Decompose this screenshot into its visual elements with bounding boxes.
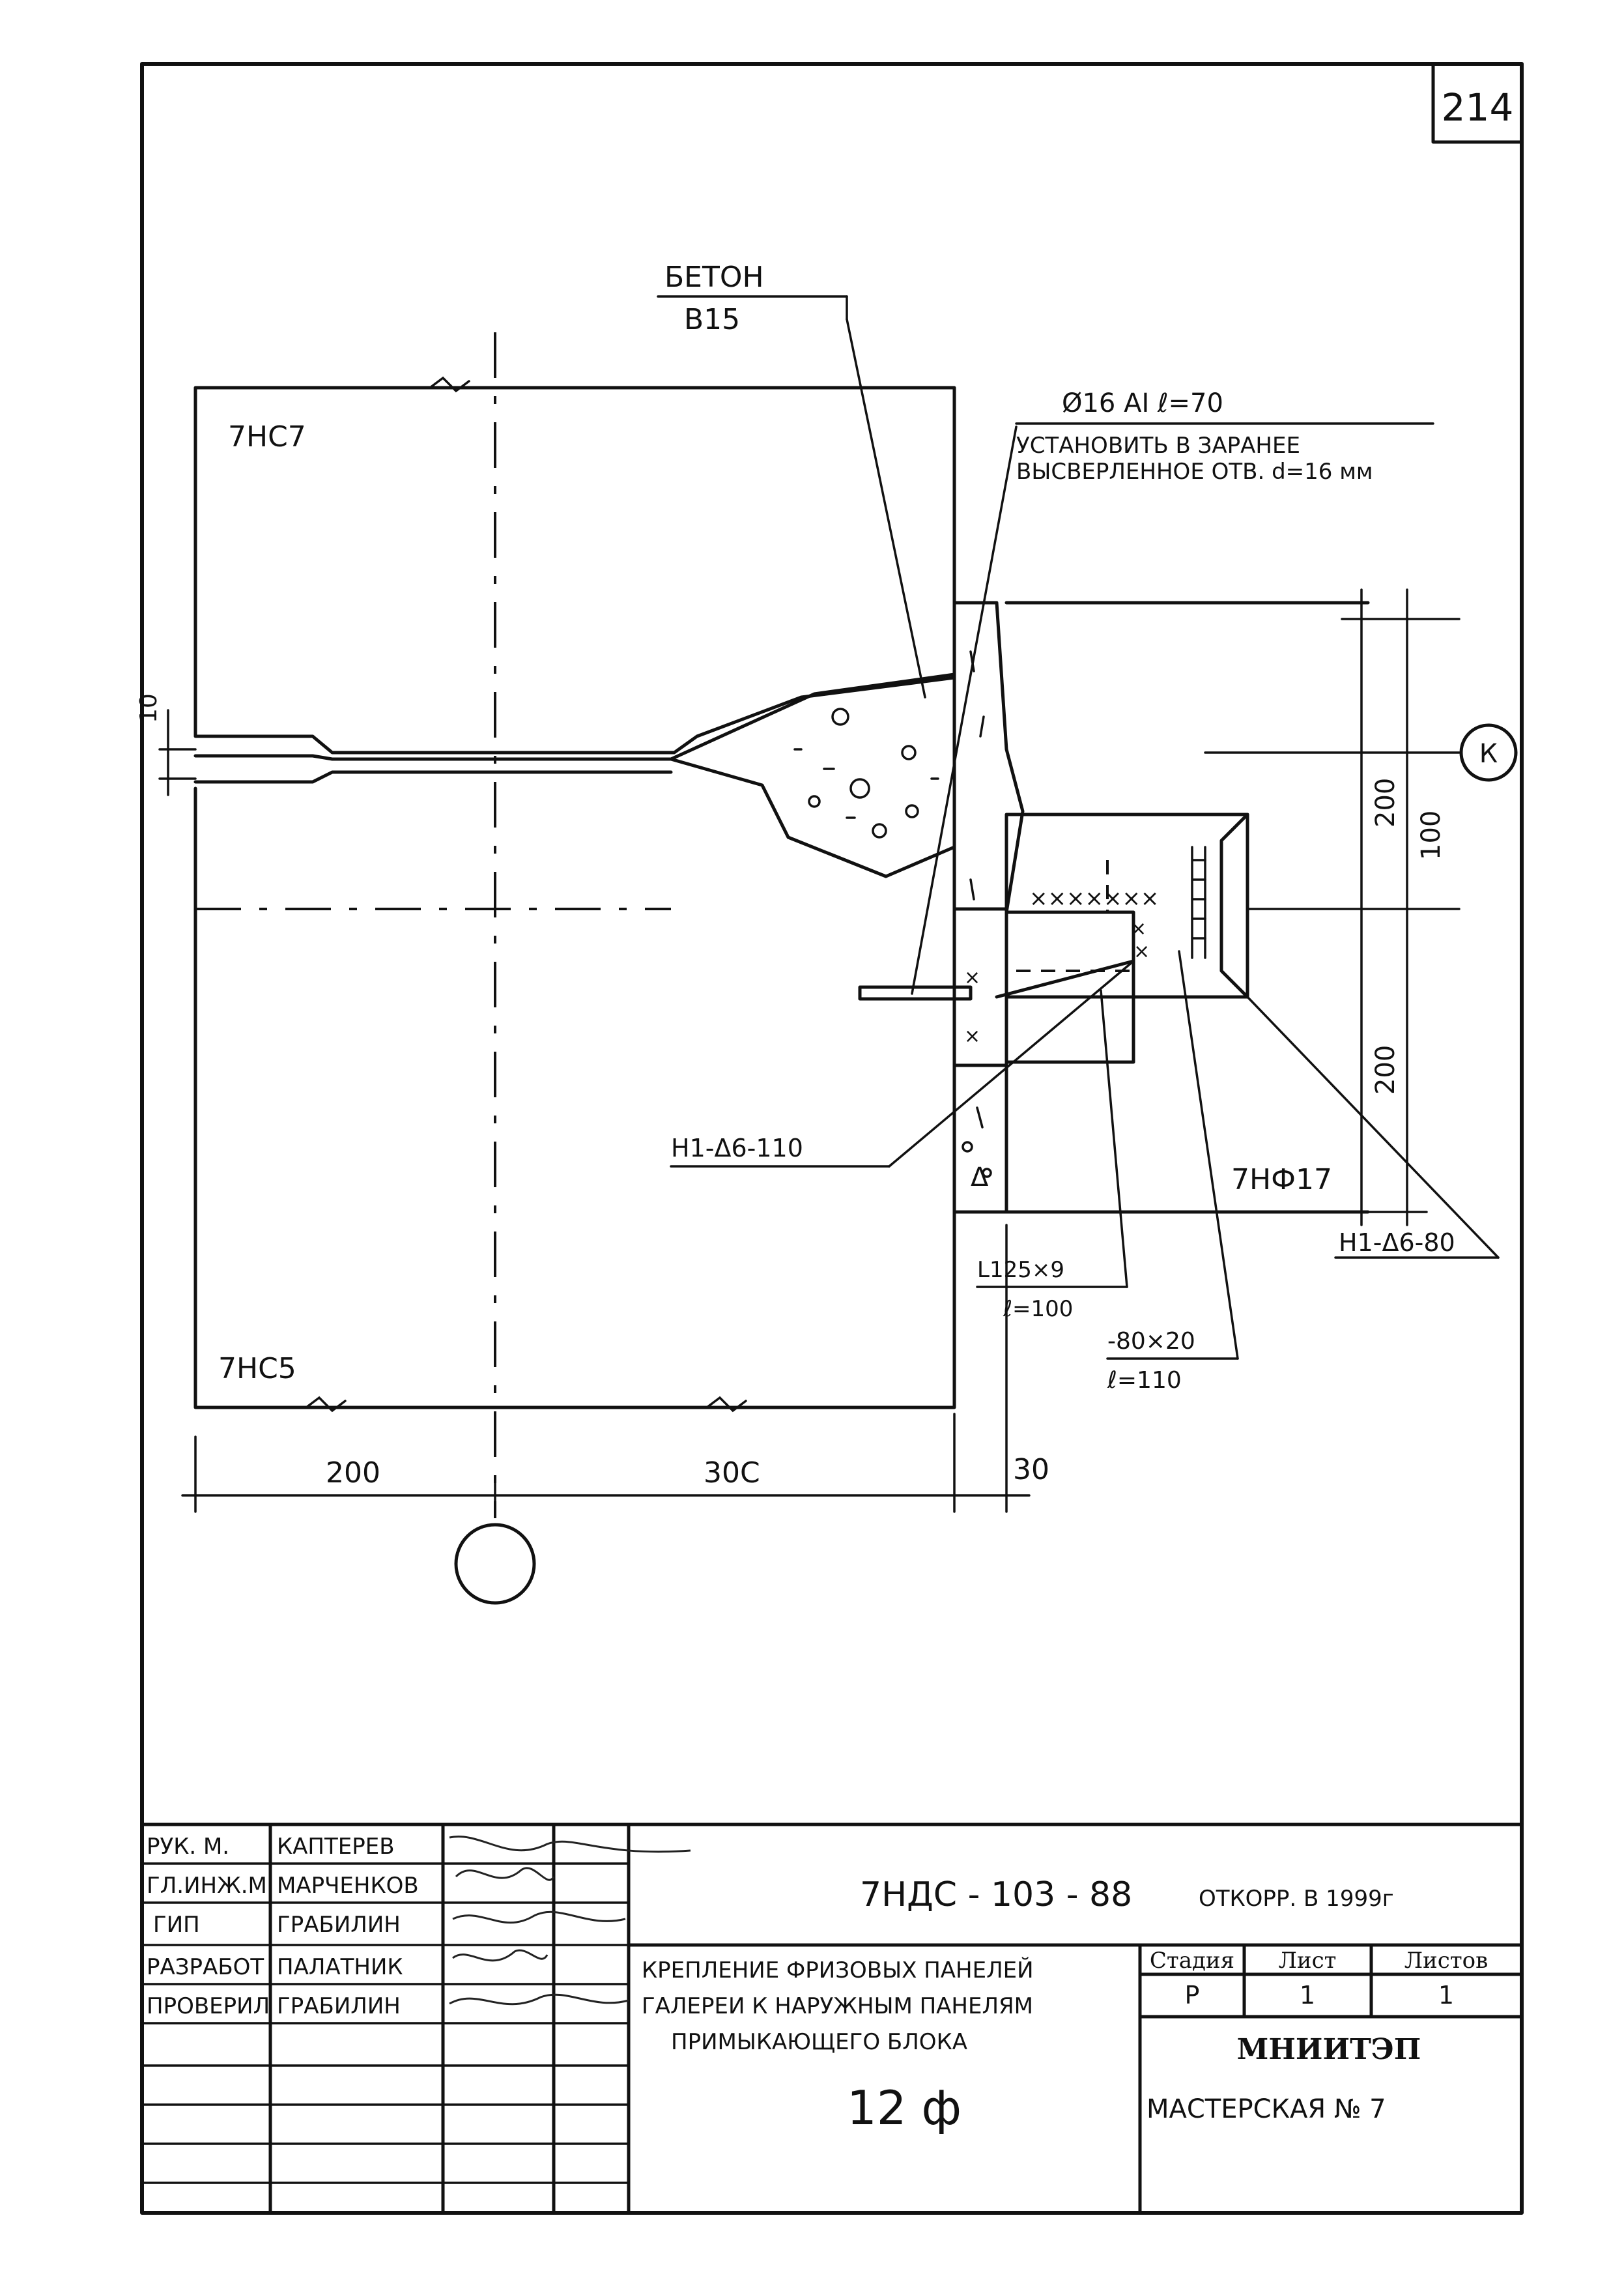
panel-label-7hc5: 7НС5 — [218, 1352, 296, 1385]
break-mark-bottom-2 — [705, 1396, 747, 1413]
callout-angle-leader — [1100, 989, 1128, 1288]
axis-k-circle — [1459, 723, 1518, 782]
name-1: МАРЧЕНКОВ — [277, 1873, 419, 1899]
callout-plate-leader — [1178, 950, 1239, 1360]
rebar-pin — [858, 985, 973, 1001]
concrete-hatching — [793, 708, 939, 839]
h1-anchor-bar — [995, 959, 1135, 999]
sheet-number-box — [1431, 62, 1524, 144]
workshop: МАСТЕРСКАЯ № 7 — [1147, 2094, 1386, 2124]
callout-plate-line1: -80×20 — [1107, 1328, 1195, 1355]
name-4: ГРАБИЛИН — [277, 1993, 401, 2019]
sheet-value: 1 — [1300, 1981, 1315, 2010]
title-block — [140, 1823, 1524, 2215]
title-line-3: ПРИМЫКАЮЩЕГО БЛОКА — [671, 2029, 967, 2055]
name-2: ГРАБИЛИН — [277, 1912, 401, 1938]
steel-angle — [1004, 910, 1135, 1064]
vdim-200-top: 200 — [1371, 778, 1401, 828]
panel-label-frieze: 7НФ17 — [1231, 1163, 1332, 1196]
callout-angle-line1: L125×9 — [977, 1257, 1064, 1283]
frieze-embedded-part — [1004, 813, 1249, 999]
infill-hatching — [962, 650, 992, 1178]
rebar-note-line2: ВЫСВЕРЛЕННОЕ ОТВ. d=16 мм — [1016, 459, 1373, 485]
concrete-leader — [846, 318, 926, 699]
correction-note: ОТКОРР. В 1999г — [1199, 1886, 1394, 1912]
sheet-number: 214 — [1442, 85, 1514, 130]
vdim-100: 100 — [1416, 811, 1446, 860]
name-0: КАПТЕРЕВ — [277, 1834, 395, 1860]
stage-header: Стадия — [1150, 1948, 1234, 1974]
sheet-mark: 12 ф — [847, 2081, 962, 2135]
weld-marks-plate-2: × — [964, 1025, 980, 1048]
rebar-note-line1: УСТАНОВИТЬ В ЗАРАНЕЕ — [1016, 433, 1300, 459]
title-line-2: ГАЛЕРЕИ К НАРУЖНЫМ ПАНЕЛЯМ — [642, 1993, 1033, 2019]
sheets-value: 1 — [1438, 1981, 1454, 2010]
joint-dim-label: 10 — [135, 693, 162, 723]
joint-lower-line — [193, 770, 673, 784]
vdim-200-bottom: 200 — [1371, 1045, 1401, 1095]
axis-marker-circle — [454, 1523, 536, 1605]
axis-k-label: К — [1479, 739, 1498, 769]
panel-7hc5-outline — [193, 786, 956, 1409]
callout-angle-line2: ℓ=100 — [1003, 1296, 1073, 1322]
delta-mark: Δ — [971, 1162, 989, 1192]
stage-value: Р — [1185, 1981, 1200, 2010]
break-mark-top — [429, 376, 470, 393]
hdim-300: 30С — [704, 1456, 760, 1490]
sheets-header: Листов — [1404, 1948, 1489, 1974]
document-code: 7НДС - 103 - 88 — [860, 1875, 1132, 1914]
rebar-spec: Ø16 АI ℓ=70 — [1062, 388, 1223, 418]
callout-h1-80: Н1-Δ6-80 — [1339, 1228, 1455, 1257]
role-0: РУК. М. — [147, 1834, 229, 1860]
organization: МНИИТЭП — [1237, 2033, 1421, 2066]
callout-plate-line2: ℓ=110 — [1107, 1367, 1182, 1394]
role-3: РАЗРАБОТ — [147, 1954, 264, 1980]
rebar-note-leader — [911, 425, 1018, 995]
joint-upper-line — [193, 754, 673, 761]
hdim-30: 30 — [1013, 1453, 1049, 1486]
weld-marks-vertical-2: × — [1133, 940, 1150, 963]
role-2: ГИП — [153, 1912, 200, 1938]
frieze-rebar-hatch — [1191, 846, 1206, 959]
callout-h1-80-leader — [1246, 996, 1500, 1259]
concrete-plug — [669, 672, 956, 878]
panel-7hc7-outline — [193, 386, 956, 755]
role-4: ПРОВЕРИЛ — [147, 1993, 270, 2019]
role-1: ГЛ.ИНЖ.М — [147, 1873, 267, 1899]
weld-marks: ××××××× — [1029, 886, 1159, 912]
signatures — [449, 1836, 691, 2006]
concrete-label: БЕТОН — [664, 261, 764, 294]
panel-label-7hc7: 7НС7 — [228, 420, 306, 454]
frieze-embedded-chamfer — [1219, 813, 1249, 999]
weld-marks-plate: × — [964, 966, 980, 989]
callout-h1-110: Н1-Δ6-110 — [671, 1134, 803, 1162]
callout-h1-110-leader — [888, 960, 1135, 1168]
break-mark-bottom — [305, 1396, 347, 1413]
weld-marks-vertical: × — [1130, 917, 1147, 940]
sheet-header: Лист — [1279, 1948, 1337, 1974]
hdim-200: 200 — [326, 1456, 380, 1490]
name-3: ПАЛАТНИК — [277, 1954, 403, 1980]
sheet-frame — [140, 62, 1524, 2215]
title-line-1: КРЕПЛЕНИЕ ФРИЗОВЫХ ПАНЕЛЕЙ — [642, 1957, 1034, 1983]
concrete-grade: В15 — [684, 303, 740, 336]
